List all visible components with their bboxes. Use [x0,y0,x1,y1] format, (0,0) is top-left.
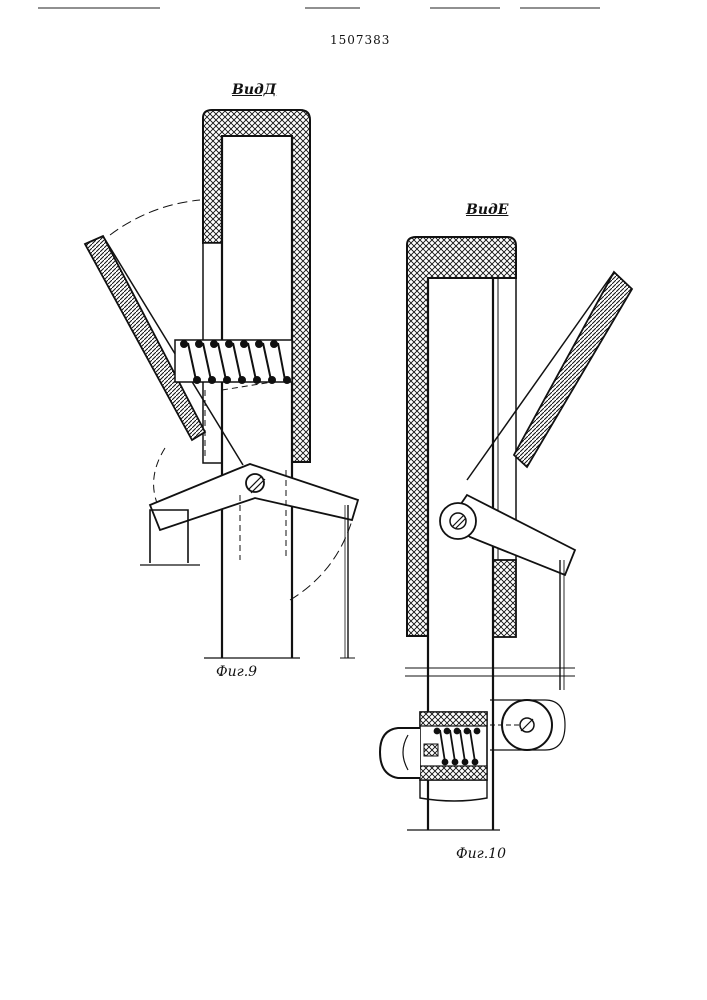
figure-10-caption: Фиг.10 [456,846,506,862]
fig9-inclined-plate [85,236,205,440]
figure-9-drawing [85,110,358,658]
figure-9-caption: Фиг.9 [216,664,257,680]
view-e-label: ВидЕ [466,202,508,218]
page-number: 1507383 [330,33,390,47]
figure-10-drawing [380,237,632,830]
fig9-dashed-arc [110,200,200,235]
view-d-label: ВидД [232,82,276,98]
fig10-latch-knob [380,728,420,778]
fig10-right-pad [493,560,516,637]
fig10-inclined-plate [514,272,632,467]
